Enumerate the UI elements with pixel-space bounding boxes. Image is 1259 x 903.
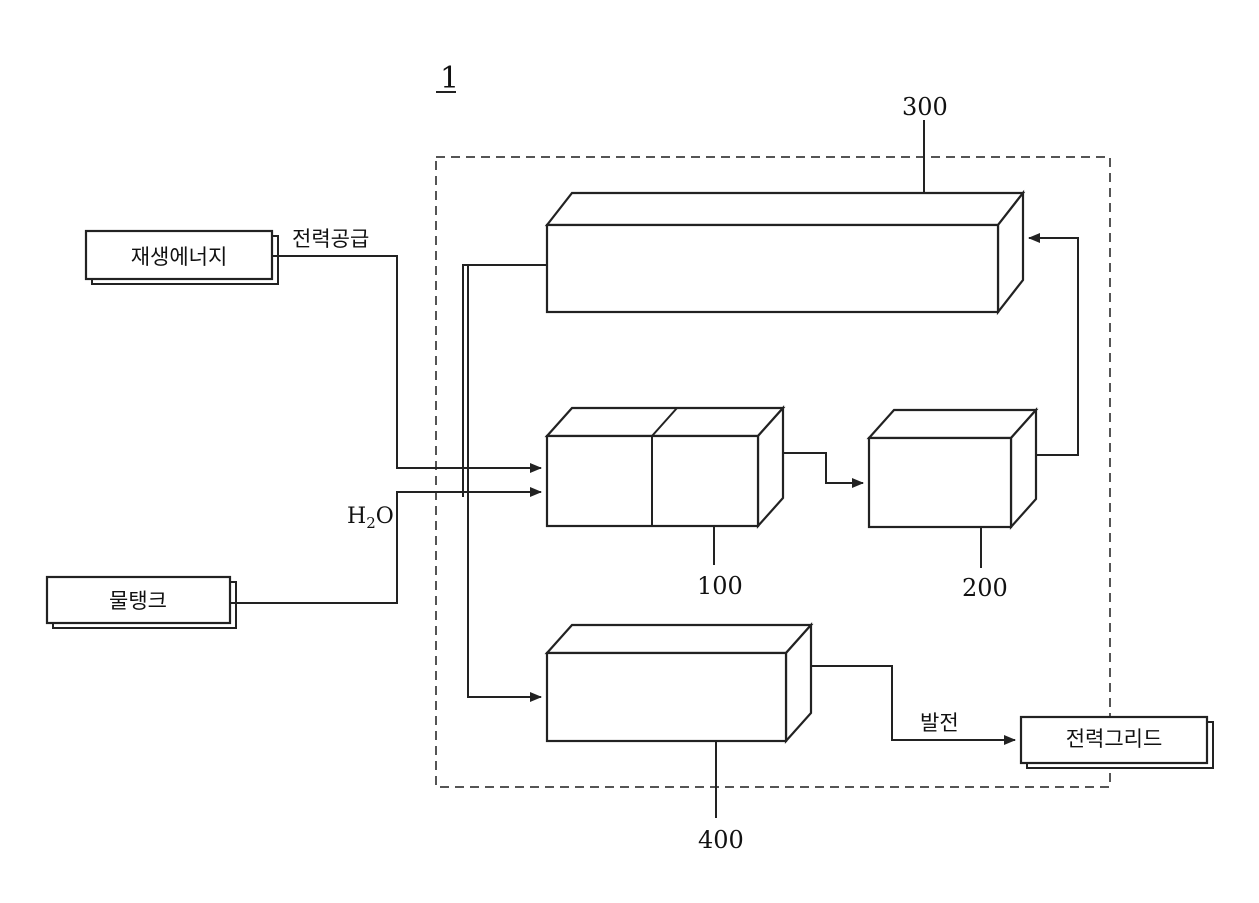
unit-200-box [869,410,1036,527]
label-200: 200 [962,574,1008,602]
label-400: 400 [698,826,744,854]
renewable-energy-label: 재생에너지 [131,245,228,269]
unit-300-box [547,193,1023,312]
generation-arrow [811,666,1015,740]
power-grid-label: 전력그리드 [1066,727,1163,751]
power-supply-arrow [272,256,541,468]
unit-100-box [547,408,783,526]
label-300: 300 [902,93,948,121]
unit-300-to-400-arrow [468,265,541,697]
power-supply-label: 전력공급 [292,227,369,251]
figure-number: 1 [440,61,459,96]
water-tank-label: 물탱크 [109,589,167,613]
unit-100-to-200-arrow [783,453,863,483]
unit-400-box [547,625,811,741]
water-label: H2O [347,504,394,532]
generation-label: 발전 [920,711,959,735]
unit-300-to-100-line [463,265,547,497]
label-100: 100 [697,572,743,600]
